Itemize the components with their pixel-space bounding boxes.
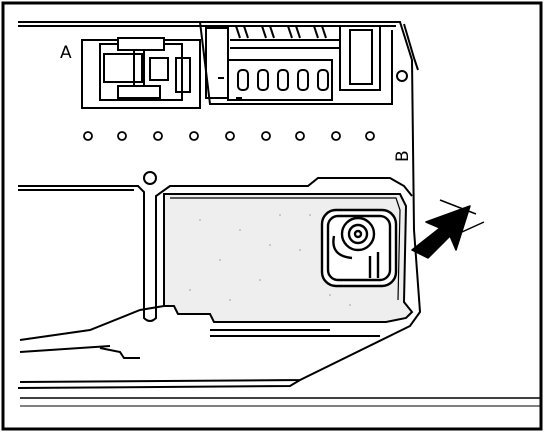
connector-block-b: [199, 21, 393, 105]
mounting-hole-right: [396, 70, 408, 82]
connector-b-label: B: [393, 150, 413, 162]
hole-row: [83, 131, 375, 141]
connector-a-label: A: [60, 43, 72, 63]
connector-block-a: [81, 37, 201, 109]
cover-plate-stipple: [189, 214, 351, 306]
connector-pins-bottom: [218, 69, 329, 99]
control-panel-body: [17, 21, 540, 407]
black-arrow-icon: [411, 199, 485, 259]
vertical-rail: [18, 171, 413, 322]
filler-cap-icon: [320, 208, 398, 288]
connector-pins-top: [235, 25, 327, 39]
